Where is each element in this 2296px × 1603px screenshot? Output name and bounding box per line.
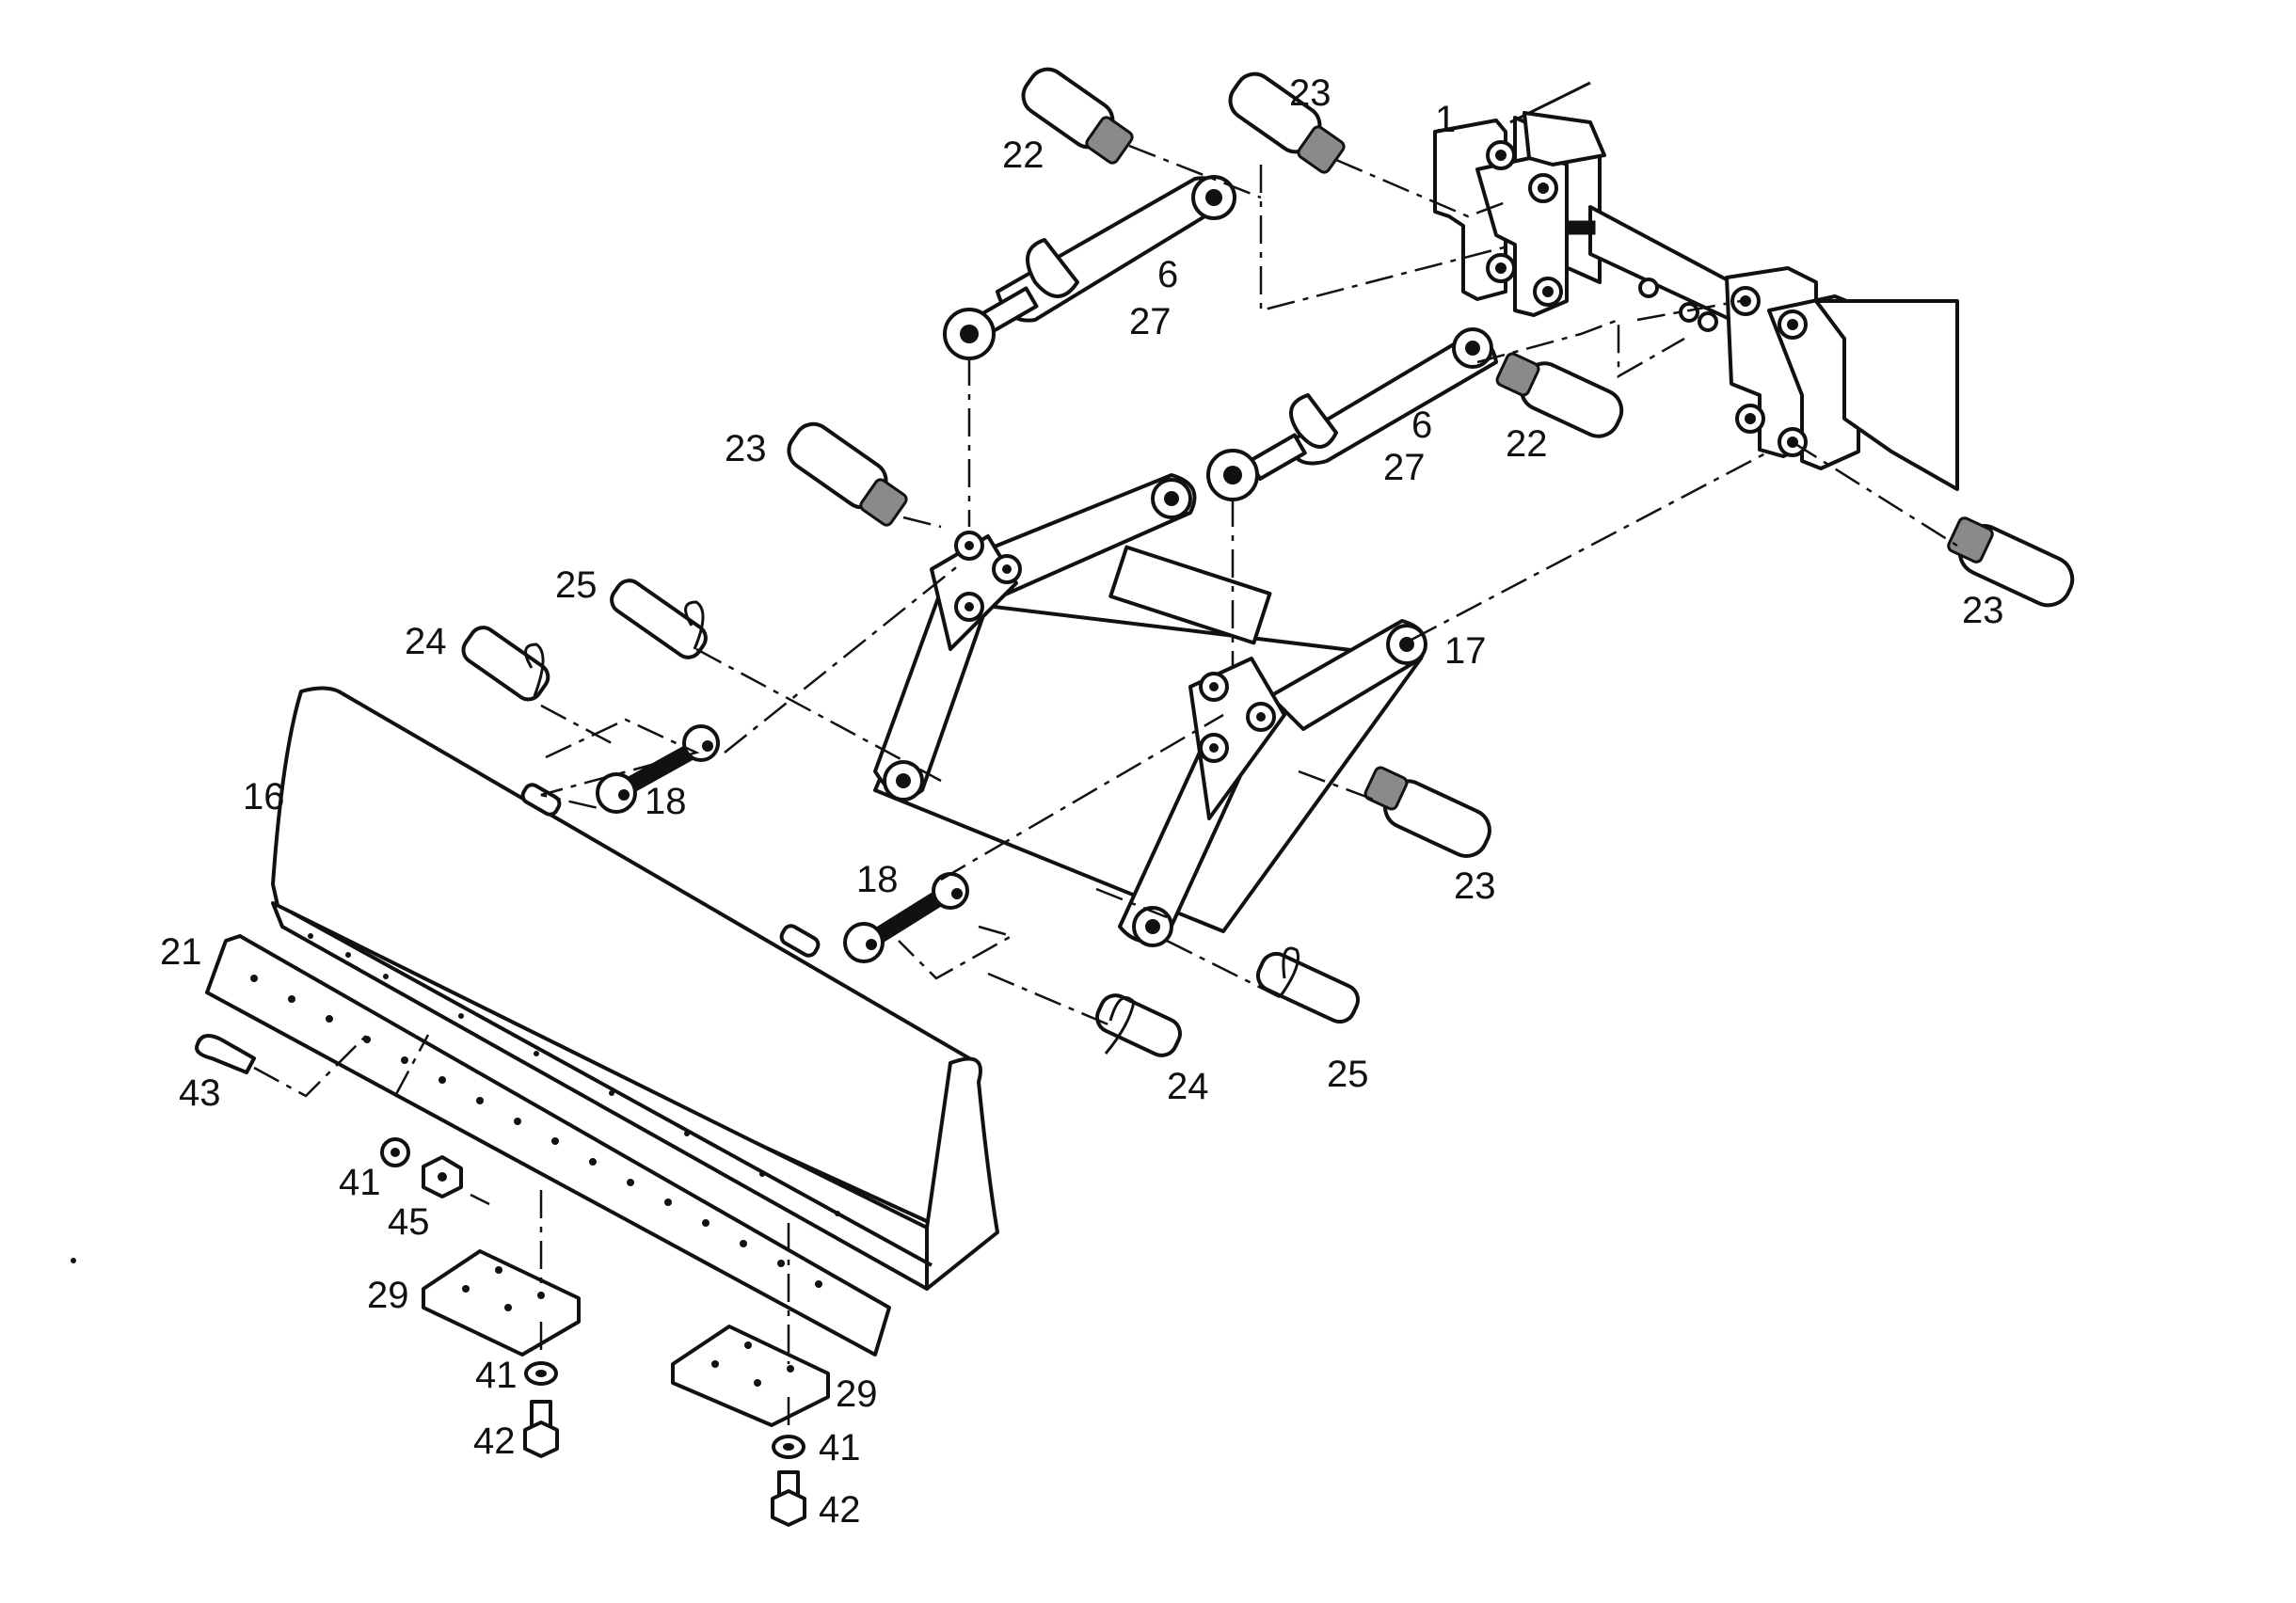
skid-shoe-29-right — [671, 1325, 830, 1427]
label-45: 45 — [388, 1201, 430, 1243]
label-17: 17 — [1444, 630, 1487, 672]
pin-23-upper — [1228, 71, 1346, 174]
label-27-upper: 27 — [1129, 301, 1172, 342]
label-18-lower: 18 — [856, 859, 899, 900]
label-24-upper: 24 — [405, 621, 447, 662]
hydraulic-cylinder-upper — [943, 175, 1236, 360]
pin-24-lower — [1095, 993, 1182, 1057]
pin-23-middle — [1363, 766, 1491, 858]
plow-bolt-43 — [195, 1034, 256, 1074]
pin-22-upper — [1021, 67, 1134, 165]
assembly-lines — [253, 144, 1958, 1430]
label-41-left: 41 — [339, 1162, 381, 1203]
label-21: 21 — [160, 931, 202, 973]
label-29-right: 29 — [836, 1373, 878, 1415]
label-24-lower: 24 — [1167, 1066, 1209, 1107]
hydraulic-cylinder-lower — [1206, 327, 1498, 501]
label-16: 16 — [243, 776, 285, 817]
pin-23-right — [1947, 516, 2075, 608]
pin-23-left — [787, 421, 908, 527]
label-1: 1 — [1435, 99, 1456, 140]
push-frame — [873, 473, 1427, 947]
bolt-42-left — [523, 1400, 559, 1458]
label-23-top: 23 — [1289, 72, 1331, 114]
washer-41-left — [380, 1137, 410, 1167]
label-41-right: 41 — [819, 1427, 861, 1468]
bolt-42-right — [771, 1470, 806, 1527]
pin-22-lower — [1495, 352, 1624, 438]
washer-41-middle — [524, 1361, 558, 1386]
label-6-upper: 6 — [1157, 254, 1178, 295]
label-22-upper: 22 — [1002, 135, 1044, 176]
label-23-middle: 23 — [1454, 865, 1496, 907]
pin-25-lower — [1255, 946, 1361, 1024]
label-22-lower: 22 — [1506, 423, 1548, 465]
label-42-left: 42 — [473, 1420, 516, 1462]
label-23-left: 23 — [725, 428, 767, 469]
label-29-left: 29 — [367, 1275, 409, 1316]
label-23-right: 23 — [1962, 590, 2004, 631]
blade — [271, 686, 999, 1291]
nut-45 — [422, 1155, 463, 1198]
label-25-upper: 25 — [555, 564, 598, 606]
label-6-lower: 6 — [1411, 405, 1432, 446]
label-43: 43 — [179, 1072, 221, 1114]
label-27-lower: 27 — [1383, 447, 1426, 488]
mounting-bracket — [1433, 81, 1959, 491]
pin-24-upper — [461, 626, 550, 702]
washer-41-right — [772, 1435, 805, 1459]
skid-shoe-29-left — [422, 1249, 581, 1357]
label-41-middle: 41 — [475, 1355, 518, 1396]
label-42-right: 42 — [819, 1489, 861, 1531]
link-18-lower — [843, 872, 969, 963]
callout-labels: 1 6 27 6 27 22 22 23 23 23 23 17 25 25 2… — [160, 72, 2004, 1531]
label-25-lower: 25 — [1327, 1054, 1369, 1095]
cutting-edge — [205, 933, 891, 1357]
label-18-upper: 18 — [645, 781, 687, 822]
pin-25-upper — [610, 579, 708, 659]
